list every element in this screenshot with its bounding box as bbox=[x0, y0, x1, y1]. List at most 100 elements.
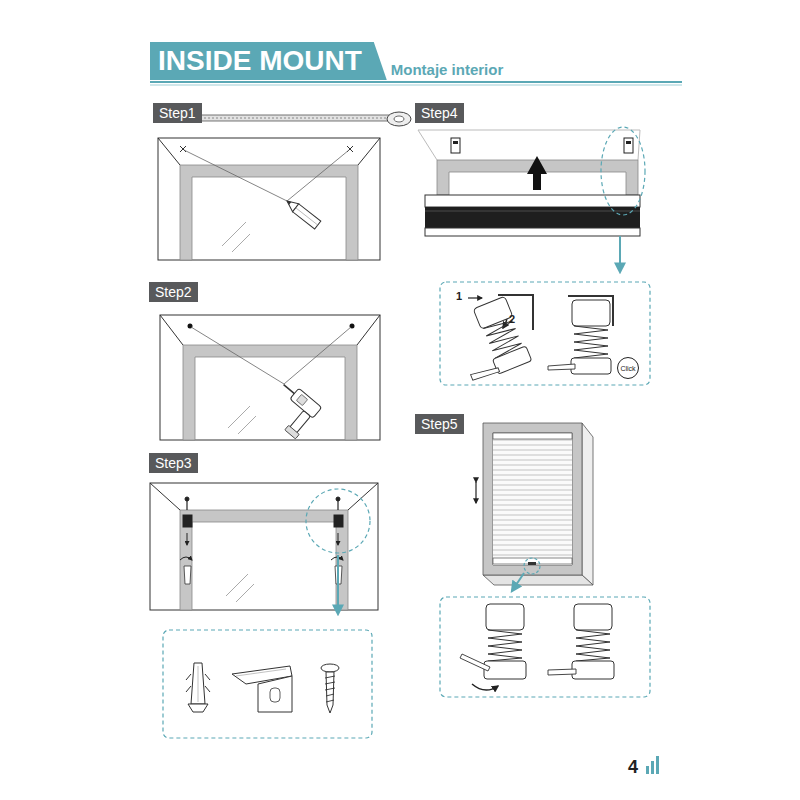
step2-figure-part bbox=[262, 379, 322, 439]
step2-figure-part-part bbox=[284, 385, 295, 394]
step-number: 2 bbox=[509, 313, 515, 325]
title-banner bbox=[150, 42, 387, 80]
step5-figure-part bbox=[574, 604, 612, 630]
signal-bars-part bbox=[651, 761, 654, 774]
step4-figure-part bbox=[574, 326, 608, 358]
step4-figure-part-part bbox=[471, 364, 500, 382]
step3-figure-part bbox=[236, 584, 254, 602]
step4-figure-part bbox=[425, 207, 640, 228]
step4-figure-part bbox=[418, 130, 640, 131]
step3-figure-part-part bbox=[183, 515, 192, 527]
step5-figure-part bbox=[493, 433, 572, 439]
step1-figure-part bbox=[158, 138, 180, 165]
step5-figure-part bbox=[440, 597, 650, 697]
step-number-text: 2 bbox=[509, 313, 515, 325]
header-rule-part bbox=[150, 81, 682, 83]
step3-figure-part bbox=[258, 676, 292, 712]
subtitle: Montaje interior bbox=[391, 61, 504, 78]
step2-figure bbox=[160, 315, 380, 440]
step3-figure-part bbox=[163, 630, 372, 738]
step-label: Step4 bbox=[421, 104, 458, 122]
step1-figure-part-part bbox=[286, 199, 292, 205]
step1-figure-part bbox=[158, 138, 380, 260]
step3-figure-part bbox=[191, 663, 205, 704]
step4-figure-part bbox=[527, 156, 547, 190]
step-tab: Step3 bbox=[149, 453, 198, 473]
step4-figure-part bbox=[548, 364, 575, 370]
step3-figure-part bbox=[325, 676, 335, 702]
page-title: INSIDE MOUNT bbox=[158, 44, 362, 78]
step5-figure-part bbox=[493, 433, 572, 565]
step2-figure-part bbox=[183, 345, 357, 440]
step5-figure-part bbox=[475, 482, 476, 503]
step4-figure-part bbox=[453, 141, 458, 144]
step3-figure-part bbox=[306, 489, 370, 553]
signal-bars-part bbox=[656, 756, 659, 774]
step3-figure bbox=[150, 483, 378, 738]
step3-figure-part bbox=[236, 669, 286, 676]
step2-figure-part bbox=[160, 315, 183, 345]
step-label: Step3 bbox=[155, 454, 192, 472]
click-label: Click bbox=[620, 365, 635, 372]
step5-figure bbox=[440, 423, 650, 697]
step3-figure-part bbox=[188, 704, 208, 712]
step5-figure-part bbox=[488, 630, 522, 661]
step3-figure-part bbox=[270, 688, 280, 702]
step4-figure-part bbox=[425, 211, 640, 212]
step3-figure-part bbox=[180, 510, 348, 610]
step1-figure-part-part bbox=[293, 204, 321, 229]
step4-figure-part bbox=[440, 282, 650, 385]
step-tab: Step5 bbox=[415, 414, 464, 434]
step5-figure-part bbox=[493, 440, 572, 555]
step5-figure-part bbox=[460, 654, 490, 671]
step3-figure-part bbox=[348, 483, 378, 510]
step5-figure-part bbox=[572, 661, 614, 679]
step3-figure-part bbox=[337, 555, 339, 614]
step5-figure-part bbox=[484, 661, 526, 679]
step1-figure-part bbox=[180, 146, 186, 152]
step1-figure-part bbox=[287, 150, 349, 201]
step4-figure bbox=[418, 127, 650, 385]
step5-figure-part bbox=[472, 684, 498, 690]
subtitle-text: Montaje interior bbox=[391, 61, 504, 78]
step2-figure-part bbox=[191, 327, 284, 384]
step3-figure-part bbox=[321, 664, 339, 672]
step3-figure-part bbox=[338, 533, 339, 545]
step3-figure-part bbox=[198, 666, 199, 702]
signal-bars-part bbox=[646, 766, 649, 774]
header-rule-part bbox=[150, 85, 682, 86]
step3-figure-part bbox=[180, 557, 192, 560]
signal-bars bbox=[646, 756, 659, 774]
step2-figure-part bbox=[357, 315, 380, 345]
step-label: Step2 bbox=[155, 283, 192, 301]
step1-figure-part bbox=[358, 138, 380, 165]
step-tab: Step4 bbox=[415, 103, 464, 123]
step4-figure-part bbox=[425, 228, 640, 236]
step4-figure-part bbox=[571, 358, 611, 374]
step-number-text: 1 bbox=[456, 290, 462, 302]
step-tab: Step2 bbox=[149, 282, 198, 302]
step-label: Step5 bbox=[421, 415, 458, 433]
step5-figure-part bbox=[528, 562, 536, 565]
step1-figure-part bbox=[222, 222, 246, 246]
step4-figure-part bbox=[425, 195, 640, 207]
step1-figure-part bbox=[284, 197, 321, 229]
step5-figure-part bbox=[524, 558, 540, 574]
step4-figure-part bbox=[418, 130, 437, 160]
step4-figure-part bbox=[626, 141, 631, 144]
step3-figure-part bbox=[187, 533, 188, 545]
step1-figure-part bbox=[232, 234, 250, 252]
step3-figure-part bbox=[184, 566, 191, 584]
step1-figure bbox=[158, 112, 411, 260]
step5-figure-part bbox=[582, 423, 593, 585]
step-number: 1 bbox=[456, 290, 462, 302]
step5-figure-part bbox=[576, 630, 610, 661]
step3-figure-part-part bbox=[186, 500, 187, 510]
step2-figure-part-part bbox=[285, 425, 300, 439]
page-number: 4 bbox=[628, 757, 638, 778]
step3-figure-part bbox=[326, 672, 334, 713]
click-circle: Click bbox=[617, 357, 639, 379]
step2-figure-part bbox=[284, 327, 351, 384]
step4-figure-part bbox=[568, 296, 613, 326]
